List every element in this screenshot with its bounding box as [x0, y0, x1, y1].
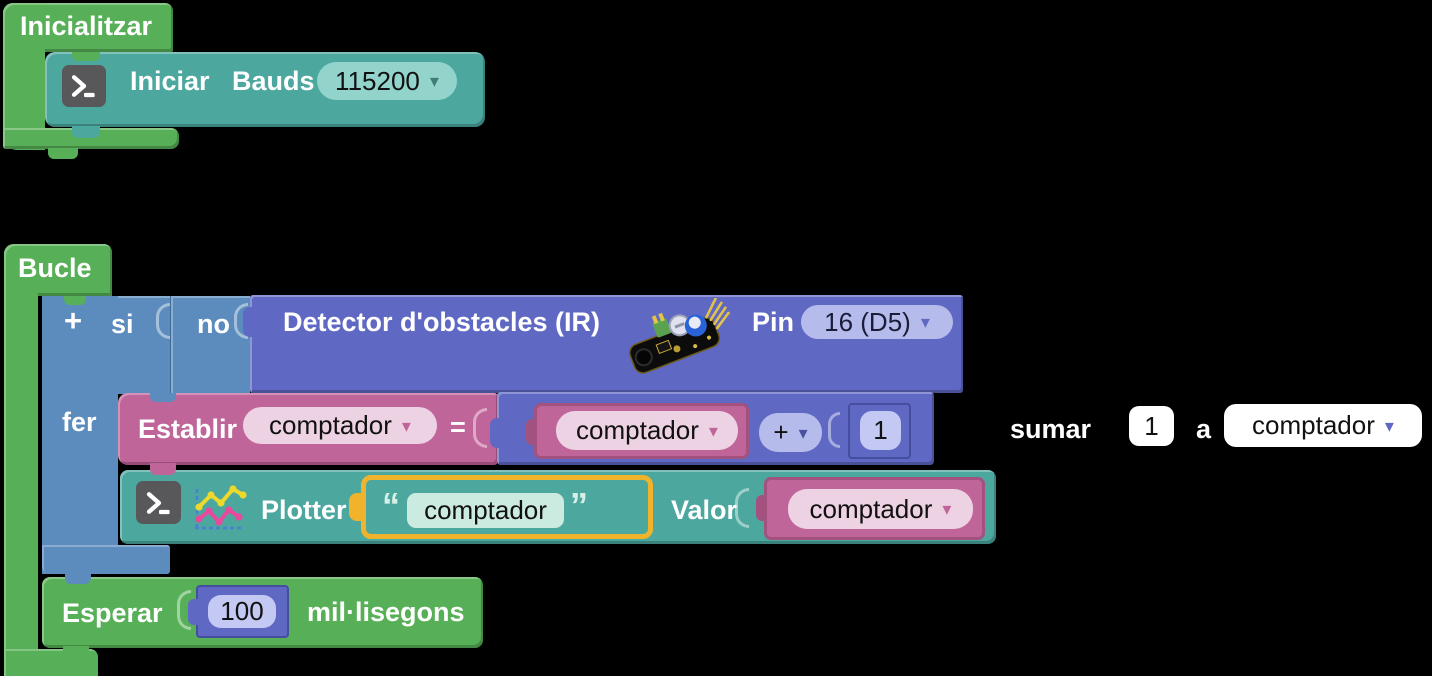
serial-action-label: Iniciar — [130, 66, 210, 96]
highlighted-plug — [349, 493, 364, 521]
set-bottom-tab — [150, 463, 176, 475]
loop-block-spine — [4, 244, 38, 660]
loop-label: Bucle — [18, 253, 92, 283]
output-plug — [243, 307, 255, 337]
wait-label: Esperar — [62, 598, 163, 628]
number-field[interactable]: 1 — [860, 411, 901, 450]
dropdown-arrow-icon[interactable]: ▾ — [401, 415, 411, 436]
expand-plus-icon[interactable]: + — [64, 303, 83, 338]
change-amount-value: 1 — [1144, 410, 1159, 441]
not-label: no — [197, 309, 230, 339]
initialize-block-foot — [3, 128, 179, 149]
serial-bottom-tab — [72, 126, 100, 138]
set-variable-value: comptador — [269, 410, 392, 440]
notch-filler — [64, 296, 86, 305]
output-plug — [188, 599, 198, 625]
dropdown-arrow-icon[interactable]: ▾ — [798, 422, 808, 443]
operator-dropdown[interactable]: + ▾ — [759, 413, 822, 452]
dropdown-arrow-icon[interactable]: ▾ — [708, 420, 718, 441]
serial-bauds-label: Bauds — [232, 66, 315, 96]
wait-bottom-tab — [63, 646, 89, 658]
dropdown-arrow-icon[interactable]: ▾ — [942, 499, 952, 519]
initialize-label: Inicialitzar — [20, 11, 153, 41]
number-shadow-block[interactable] — [848, 403, 911, 459]
change-amount-field[interactable]: 1 — [1129, 406, 1174, 446]
terminal-icon — [62, 65, 106, 107]
value-socket — [234, 303, 248, 339]
if-block-spine — [42, 296, 118, 574]
plotter-variable-value: comptador — [809, 493, 933, 524]
change-to-label: a — [1196, 414, 1212, 444]
ir-detector-label: Detector d'obstacles (IR) — [283, 307, 600, 337]
value-socket — [473, 408, 487, 448]
set-label: Establir — [138, 414, 238, 444]
dropdown-arrow-icon[interactable]: ▾ — [1384, 415, 1394, 436]
if-label: si — [111, 309, 134, 339]
value-socket — [828, 412, 840, 448]
notch-filler — [72, 52, 100, 61]
chart-icon — [189, 479, 247, 535]
wait-unit-label: mil·lisegons — [307, 597, 465, 627]
baud-rate-value: 115200 — [335, 65, 420, 96]
pin-value: 16 (D5) — [824, 306, 911, 337]
equals-label: = — [450, 412, 466, 442]
wait-time-field[interactable]: 100 — [208, 595, 276, 628]
series-name-value: comptador — [424, 495, 547, 525]
pin-label: Pin — [752, 307, 795, 337]
set-variable-dropdown[interactable]: comptador ▾ — [243, 407, 437, 444]
number-value: 1 — [873, 415, 888, 445]
close-quote-icon: ” — [570, 485, 588, 526]
if-bottom-tab — [65, 573, 91, 584]
operator-value: + — [773, 417, 789, 447]
change-variable-dropdown[interactable]: comptador ▾ — [1224, 404, 1422, 447]
plotter-variable-dropdown[interactable]: comptador ▾ — [788, 489, 973, 529]
arithmetic-left-variable: comptador — [576, 415, 699, 445]
series-name-field[interactable]: comptador — [407, 493, 564, 528]
arithmetic-left-variable-dropdown[interactable]: comptador ▾ — [556, 411, 738, 450]
terminal-icon — [136, 481, 181, 524]
output-plug — [526, 419, 536, 445]
notch-filler — [150, 393, 176, 402]
initialize-block-spine — [3, 3, 45, 150]
ir-sensor-image — [616, 298, 734, 384]
open-quote-icon: “ — [382, 485, 400, 526]
next-connector-tab — [48, 148, 78, 159]
value-socket — [156, 303, 170, 339]
pin-dropdown[interactable]: 16 (D5) ▾ — [801, 305, 953, 339]
if-block-bottom-bar — [42, 545, 170, 574]
value-socket — [177, 590, 191, 630]
do-label: fer — [62, 407, 97, 437]
plotter-label: Plotter — [261, 495, 347, 525]
wait-time-value: 100 — [220, 596, 264, 626]
output-plug — [756, 495, 766, 521]
value-label: Valor — [671, 495, 738, 525]
change-label: sumar — [1010, 414, 1092, 444]
dropdown-arrow-icon[interactable]: ▾ — [429, 71, 439, 91]
change-variable-value: comptador — [1252, 410, 1375, 440]
value-socket — [735, 488, 749, 528]
output-plug — [490, 418, 502, 448]
dropdown-arrow-icon[interactable]: ▾ — [920, 312, 930, 332]
baud-rate-dropdown[interactable]: 115200 ▾ — [317, 62, 457, 100]
